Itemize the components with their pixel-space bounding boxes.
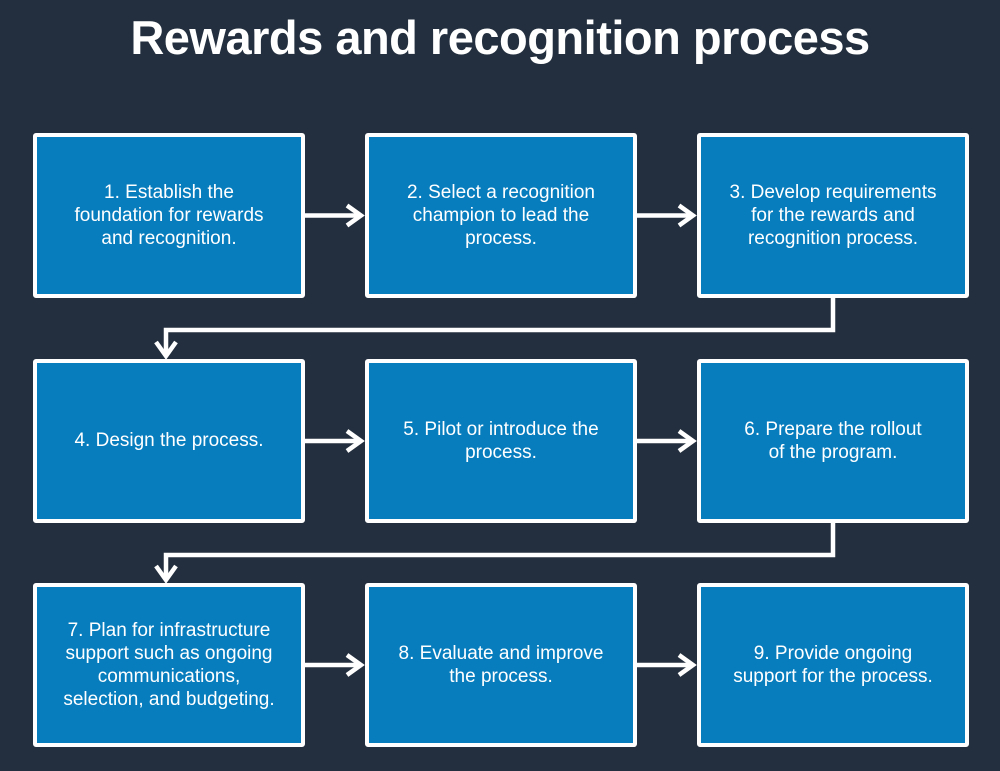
step-7-label: 7. Plan for infrastructure support such …	[63, 619, 275, 711]
step-box-4: 4. Design the process.	[33, 359, 305, 523]
step-box-1: 1. Establish the foundation for rewards …	[33, 133, 305, 298]
step-2-label: 2. Select a recognition champion to lead…	[406, 181, 595, 250]
elbow-connector-step6-step7	[154, 521, 836, 584]
step-5-label: 5. Pilot or introduce the process.	[403, 418, 599, 463]
step-6-label: 6. Prepare the rollout of the program.	[744, 418, 922, 463]
step-box-2: 2. Select a recognition champion to lead…	[365, 133, 637, 298]
step-box-9: 9. Provide ongoing support for the proce…	[697, 583, 969, 747]
step-4-label: 4. Design the process.	[74, 430, 264, 452]
step-9-label: 9. Provide ongoing support for the proce…	[733, 642, 933, 687]
diagram-title: Rewards and recognition process	[130, 11, 870, 64]
step-box-5: 5. Pilot or introduce the process.	[365, 359, 637, 523]
step-3-label: 3. Develop requirements for the rewards …	[729, 181, 937, 250]
step-1-label: 1. Establish the foundation for rewards …	[74, 181, 264, 250]
step-box-7: 7. Plan for infrastructure support such …	[33, 583, 305, 747]
step-box-3: 3. Develop requirements for the rewards …	[697, 133, 969, 298]
elbow-connector-step3-step4	[154, 296, 836, 360]
step-8-label: 8. Evaluate and improve the process.	[398, 642, 604, 687]
step-box-6: 6. Prepare the rollout of the program.	[697, 359, 969, 523]
step-box-8: 8. Evaluate and improve the process.	[365, 583, 637, 747]
